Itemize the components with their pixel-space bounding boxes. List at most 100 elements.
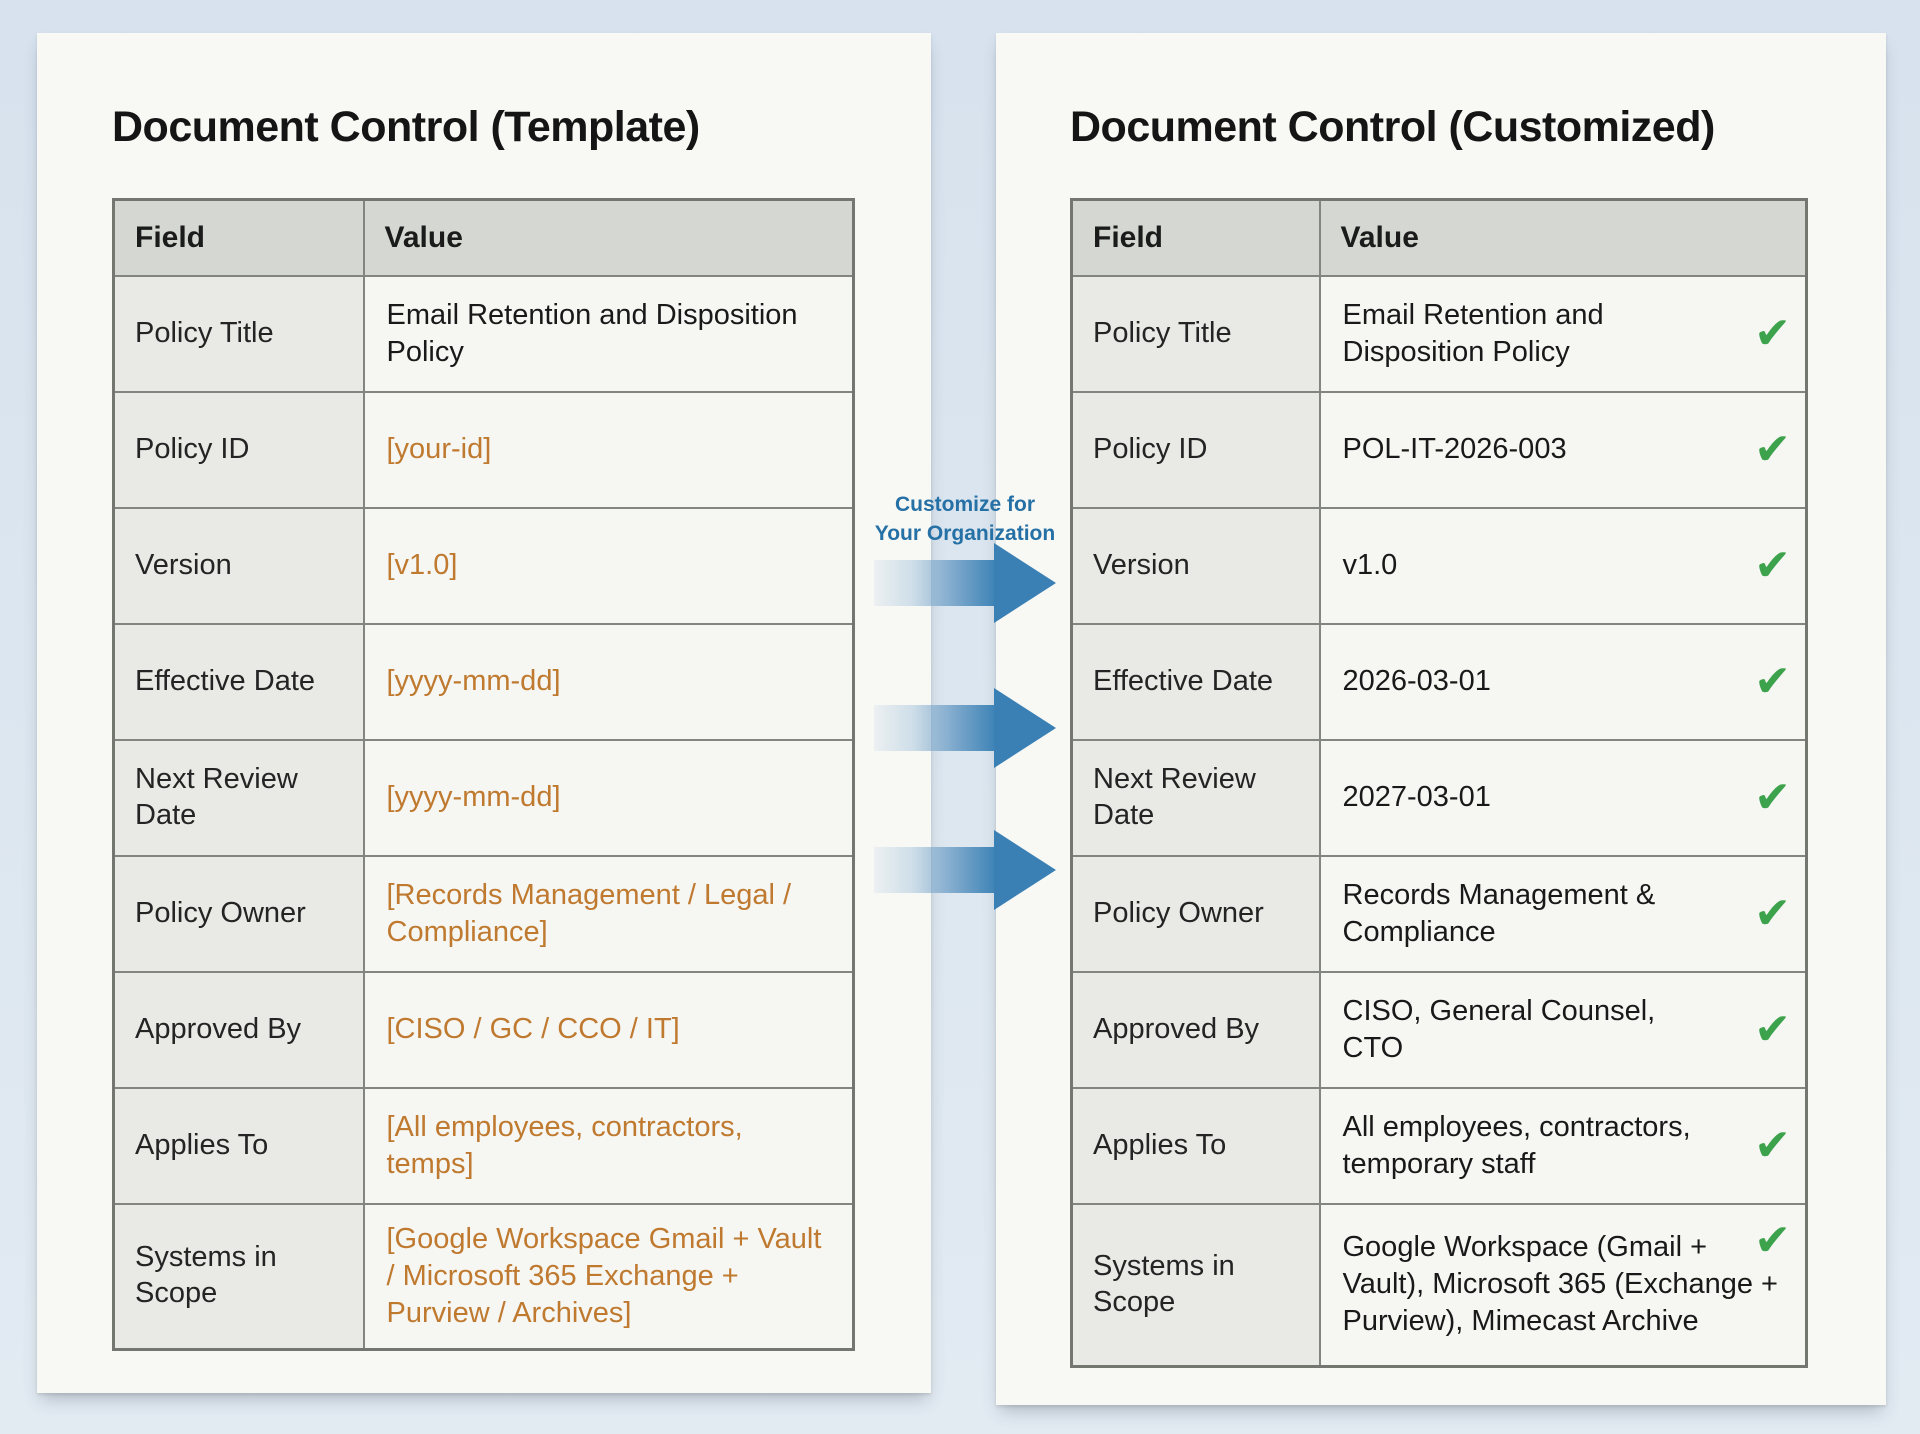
field-cell: Policy Title <box>1070 275 1321 393</box>
table-row: Policy Owner [Records Management / Legal… <box>112 855 855 973</box>
field-cell: Next Review Date <box>1070 739 1321 857</box>
table-row: Policy Title Email Retention and Disposi… <box>112 275 855 393</box>
check-icon: ✔ <box>1754 657 1791 706</box>
field-cell: Approved By <box>1070 971 1321 1089</box>
template-table: Field Value Policy Title Email Retention… <box>112 198 855 1351</box>
value-cell: Google Workspace (Gmail + Vault), Micros… <box>1318 1203 1808 1367</box>
column-header-value: Value <box>362 198 855 277</box>
field-cell: Next Review Date <box>112 739 365 857</box>
table-row: Policy ID [your-id] <box>112 391 855 509</box>
table-row: Policy ID POL-IT-2026-003✔ <box>1070 391 1808 509</box>
table-row: Policy Title Email Retention and Disposi… <box>1070 275 1808 393</box>
table-header-row: Field Value <box>112 198 855 277</box>
check-icon: ✔ <box>1754 425 1791 474</box>
check-icon: ✔ <box>1754 541 1791 590</box>
field-cell: Policy Title <box>112 275 365 393</box>
column-header-field: Field <box>1070 198 1321 277</box>
arrow-head <box>994 688 1056 768</box>
customized-table: Field Value Policy Title Email Retention… <box>1070 198 1808 1368</box>
field-cell: Policy ID <box>112 391 365 509</box>
table-row: Applies To All employees, contractors, t… <box>1070 1087 1808 1205</box>
column-header-value: Value <box>1318 198 1808 277</box>
field-cell: Effective Date <box>112 623 365 741</box>
value-cell: Records Management & Compliance ✔ <box>1318 855 1808 973</box>
placeholder-text: [v1.0] <box>386 549 458 582</box>
field-cell: Policy Owner <box>112 855 365 973</box>
table-row: Effective Date [yyyy-mm-dd] <box>112 623 855 741</box>
table-row: Next Review Date [yyyy-mm-dd] <box>112 739 855 857</box>
field-cell: Version <box>1070 507 1321 625</box>
value-cell: [CISO / GC / CCO / IT] <box>362 971 855 1089</box>
field-cell: Approved By <box>112 971 365 1089</box>
placeholder-text: [Google Workspace Gmail + Vault / Micros… <box>386 1222 822 1329</box>
arrow-body <box>874 560 996 606</box>
value-text: Records Management & Compliance <box>1342 878 1656 948</box>
field-cell: Version <box>112 507 365 625</box>
value-cell: [Google Workspace Gmail + Vault / Micros… <box>362 1203 855 1350</box>
placeholder-text: [All employees, contractors, temps] <box>386 1110 743 1180</box>
table-row: Approved By CISO, General Counsel, CTO ✔ <box>1070 971 1808 1089</box>
placeholder-text: [CISO / GC / CCO / IT] <box>386 1013 680 1046</box>
value-text: v1.0 <box>1342 549 1398 582</box>
field-cell: Systems in Scope <box>112 1203 365 1350</box>
table-row: Applies To [All employees, contractors, … <box>112 1087 855 1205</box>
value-cell: [yyyy-mm-dd] <box>362 623 855 741</box>
value-text: POL-IT-2026-003 <box>1342 433 1567 466</box>
field-cell: Applies To <box>112 1087 365 1205</box>
template-panel: Document Control (Template) Field Value … <box>37 33 931 1393</box>
value-cell: [yyyy-mm-dd] <box>362 739 855 857</box>
placeholder-text: [Records Management / Legal / Compliance… <box>386 878 792 948</box>
arrow-right-icon <box>874 543 1056 623</box>
field-cell: Policy Owner <box>1070 855 1321 973</box>
value-cell: 2027-03-01✔ <box>1318 739 1808 857</box>
value-cell: [your-id] <box>362 391 855 509</box>
check-icon: ✔ <box>1754 1121 1791 1170</box>
table-row: Approved By [CISO / GC / CCO / IT] <box>112 971 855 1089</box>
arrow-head <box>994 830 1056 910</box>
table-row: Policy Owner Records Management & Compli… <box>1070 855 1808 973</box>
value-text: CISO, General Counsel, CTO <box>1342 994 1656 1064</box>
check-icon: ✔ <box>1754 1005 1791 1054</box>
check-icon: ✔ <box>1754 889 1791 938</box>
value-text: 2026-03-01 <box>1342 665 1491 698</box>
value-cell: POL-IT-2026-003 ✔ <box>1318 391 1808 509</box>
column-header-field: Field <box>112 198 365 277</box>
arrow-body <box>874 705 996 751</box>
value-text: Google Workspace (Gmail + Vault), Micros… <box>1342 1231 1778 1338</box>
value-cell: [v1.0] <box>362 507 855 625</box>
connector-label-line1: Customize for <box>894 493 1035 516</box>
value-cell: 2026-03-01 ✔ <box>1318 623 1808 741</box>
value-cell: All employees, contractors, temporary st… <box>1318 1087 1808 1205</box>
arrow-head <box>994 543 1056 623</box>
value-cell: CISO, General Counsel, CTO ✔ <box>1318 971 1808 1089</box>
field-cell: Applies To <box>1070 1087 1321 1205</box>
check-icon: ✔ <box>1754 773 1791 822</box>
placeholder-text: [your-id] <box>386 433 492 466</box>
table-row: Effective Date 2026-03-01 ✔ <box>1070 623 1808 741</box>
customized-panel: Document Control (Customized) Field Valu… <box>996 33 1886 1405</box>
field-cell: Systems in Scope <box>1070 1203 1321 1367</box>
table-row: Systems in Scope [Google Workspace Gmail… <box>112 1203 855 1350</box>
value-cell: [All employees, contractors, temps] <box>362 1087 855 1205</box>
placeholder-text: [yyyy-mm-dd] <box>386 665 561 698</box>
value-text: Email Retention and Disposition Policy <box>1342 298 1604 368</box>
value-cell: v1.0 ✔ <box>1318 507 1808 625</box>
customized-panel-title: Document Control (Customized) <box>1070 103 1715 151</box>
connector-label: Customize for Your Organization <box>843 490 1087 549</box>
placeholder-text: [yyyy-mm-dd] <box>386 781 561 814</box>
arrow-right-icon <box>874 688 1056 768</box>
check-icon: ✔ <box>1754 1216 1791 1265</box>
template-panel-title: Document Control (Template) <box>112 103 700 151</box>
value-cell: Email Retention and Disposition Policy ✔ <box>1318 275 1808 393</box>
value-cell: [Records Management / Legal / Compliance… <box>362 855 855 973</box>
table-header-row: Field Value <box>1070 198 1808 277</box>
check-icon: ✔ <box>1754 309 1791 358</box>
value-text: All employees, contractors, temporary st… <box>1342 1110 1691 1180</box>
field-cell: Effective Date <box>1070 623 1321 741</box>
arrow-right-icon <box>874 830 1056 910</box>
table-row: Version [v1.0] <box>112 507 855 625</box>
value-cell: Email Retention and Disposition Policy <box>362 275 855 393</box>
table-row: Next Review Date 2027-03-01✔ <box>1070 739 1808 857</box>
arrow-body <box>874 847 996 893</box>
